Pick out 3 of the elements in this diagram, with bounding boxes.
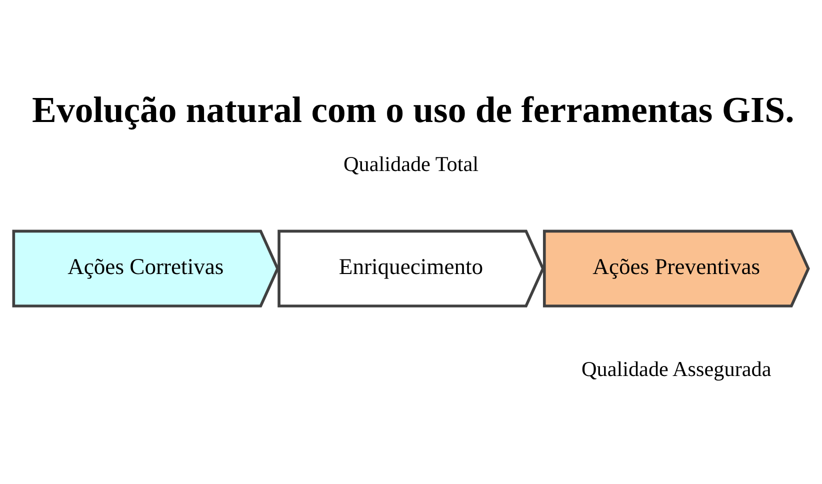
diagram-title: Evolução natural com o uso de ferramentas GIS. [32, 88, 794, 130]
label: Qualidade Assegurada [581, 356, 772, 380]
label: Qualidade Total [343, 152, 479, 176]
